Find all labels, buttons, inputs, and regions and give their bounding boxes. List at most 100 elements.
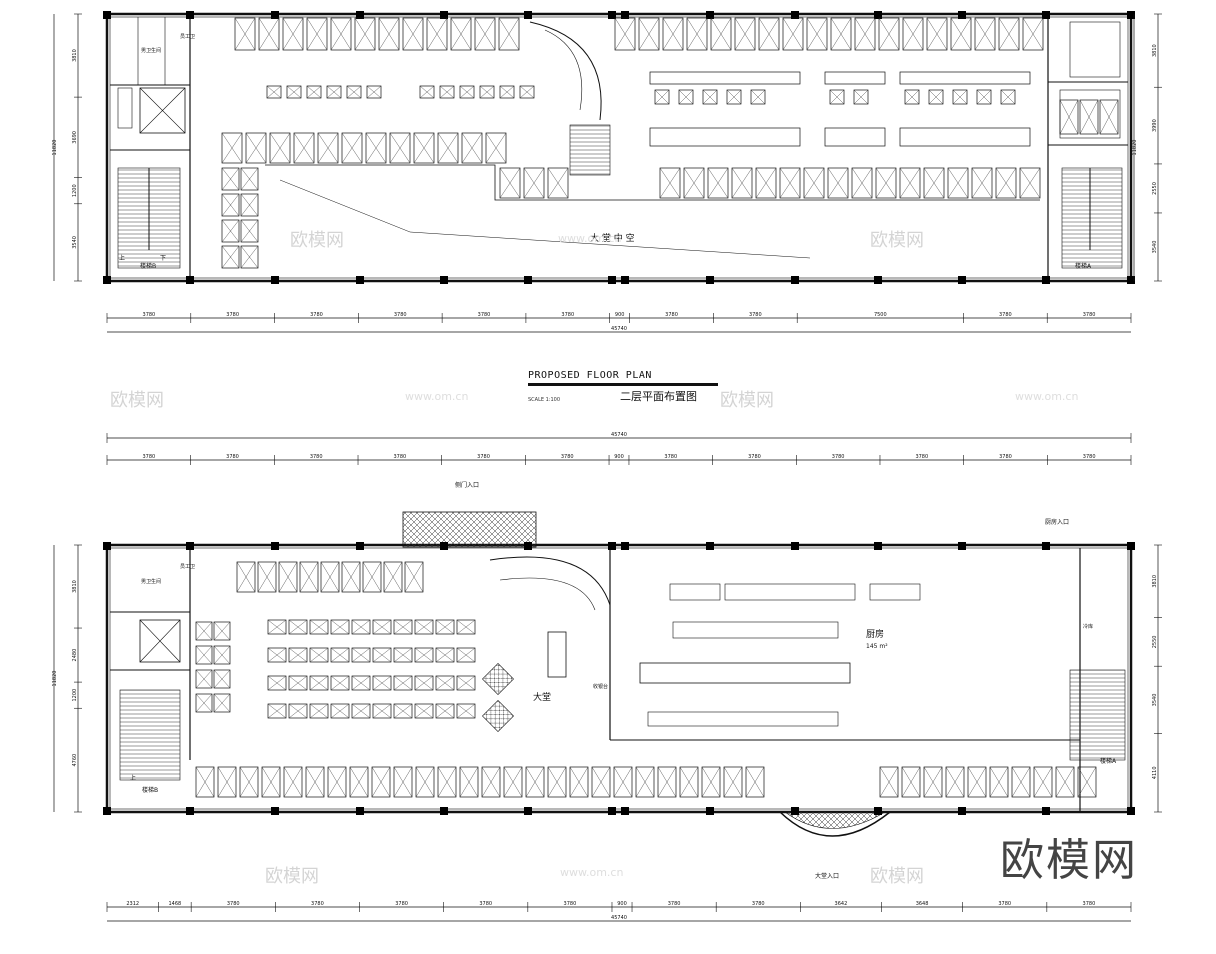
- booth-seat: [806, 17, 828, 51]
- booth-seat: [547, 766, 567, 798]
- booth-seat: [1022, 17, 1044, 51]
- booth-seat: [317, 132, 339, 164]
- booth-seat: [351, 619, 371, 635]
- booth-cross: [1019, 167, 1041, 199]
- booth-cross: [926, 17, 948, 51]
- round-table: [482, 700, 514, 732]
- booth-cross: [330, 619, 350, 635]
- booth-cross: [306, 85, 322, 99]
- dimension-value: 3780: [477, 454, 490, 460]
- lower-main-entrance-label: 大堂入口: [815, 872, 839, 880]
- structural-column: [271, 807, 279, 815]
- booth-seat: [221, 167, 240, 191]
- structural-column: [874, 11, 882, 19]
- booth-seat: [879, 766, 899, 798]
- booth-seat: [282, 17, 304, 51]
- booth-cross: [989, 766, 1009, 798]
- booth-cross: [519, 85, 535, 99]
- booth-seat: [240, 193, 259, 217]
- booth-seat: [1055, 766, 1075, 798]
- booth-seat: [950, 17, 972, 51]
- booth-seat: [435, 647, 455, 663]
- dimension-value: 2550: [1152, 636, 1158, 649]
- dimension-value: 3780: [226, 312, 239, 318]
- booth-seat: [479, 85, 495, 99]
- booth-seat: [195, 766, 215, 798]
- booth-seat: [306, 85, 322, 99]
- structural-column: [186, 807, 194, 815]
- booth-seat: [678, 89, 694, 105]
- booth-seat: [779, 167, 801, 199]
- dimension-value: 3780: [143, 312, 156, 318]
- booth-seat: [288, 703, 308, 719]
- booth-seat: [393, 766, 413, 798]
- booth-cross: [309, 647, 329, 663]
- booth-cross: [998, 17, 1020, 51]
- booth-cross: [591, 766, 611, 798]
- booth-cross: [372, 675, 392, 691]
- booth-seat: [456, 647, 476, 663]
- structural-column: [608, 807, 616, 815]
- booth-seat: [267, 703, 287, 719]
- booth-seat: [614, 17, 636, 51]
- booth-cross: [853, 89, 869, 105]
- booth-seat: [686, 17, 708, 51]
- lower-cashier-label: 收银台: [593, 683, 608, 690]
- booth-cross: [657, 766, 677, 798]
- booth-seat: [320, 561, 340, 593]
- lower-staff-toilet-label: 员工卫: [180, 564, 195, 570]
- structural-column: [1042, 807, 1050, 815]
- dimension-value: 3780: [479, 901, 492, 907]
- dimension-value: 2550: [1152, 182, 1158, 195]
- dimension-total: 45740: [611, 915, 627, 921]
- booth-seat: [330, 619, 350, 635]
- booth-cross: [1077, 766, 1097, 798]
- booth-seat: [195, 693, 213, 713]
- booth-seat: [569, 766, 589, 798]
- booth-seat: [702, 89, 718, 105]
- booth-cross: [635, 766, 655, 798]
- booth-cross: [404, 561, 424, 593]
- booth-cross: [327, 766, 347, 798]
- booth-cross: [234, 17, 256, 51]
- booth-cross: [267, 675, 287, 691]
- watermark-url: www.om.cn: [405, 390, 469, 403]
- structural-column: [186, 542, 194, 550]
- booth-cross: [1059, 99, 1079, 135]
- dimension-value: 3780: [668, 901, 681, 907]
- booth-seat: [217, 766, 237, 798]
- booth-cross: [456, 619, 476, 635]
- booth-cross: [829, 89, 845, 105]
- booth-cross: [320, 561, 340, 593]
- booth-cross: [901, 766, 921, 798]
- structural-column: [271, 11, 279, 19]
- booth-seat: [283, 766, 303, 798]
- booth-seat: [330, 703, 350, 719]
- structural-column: [608, 11, 616, 19]
- structural-column: [608, 542, 616, 550]
- booth-seat: [461, 132, 483, 164]
- booth-seat: [853, 89, 869, 105]
- booth-seat: [258, 17, 280, 51]
- booth-seat: [362, 561, 382, 593]
- booth-seat: [267, 647, 287, 663]
- structural-column: [1127, 807, 1135, 815]
- booth-cross: [439, 85, 455, 99]
- booth-seat: [306, 17, 328, 51]
- booth-cross: [393, 619, 413, 635]
- watermark-url: www.om.cn: [560, 866, 624, 879]
- booth-seat: [383, 561, 403, 593]
- booth-cross: [878, 17, 900, 51]
- booth-seat: [240, 167, 259, 191]
- dimension-value: 3780: [393, 454, 406, 460]
- dimension-value: 3780: [394, 312, 407, 318]
- booth-seat: [236, 561, 256, 593]
- structural-column: [621, 807, 629, 815]
- dimension-value: 3780: [310, 312, 323, 318]
- booth-seat: [750, 89, 766, 105]
- booth-seat: [875, 167, 897, 199]
- booth-cross: [414, 619, 434, 635]
- booth-cross: [240, 245, 259, 269]
- booth-seat: [221, 132, 243, 164]
